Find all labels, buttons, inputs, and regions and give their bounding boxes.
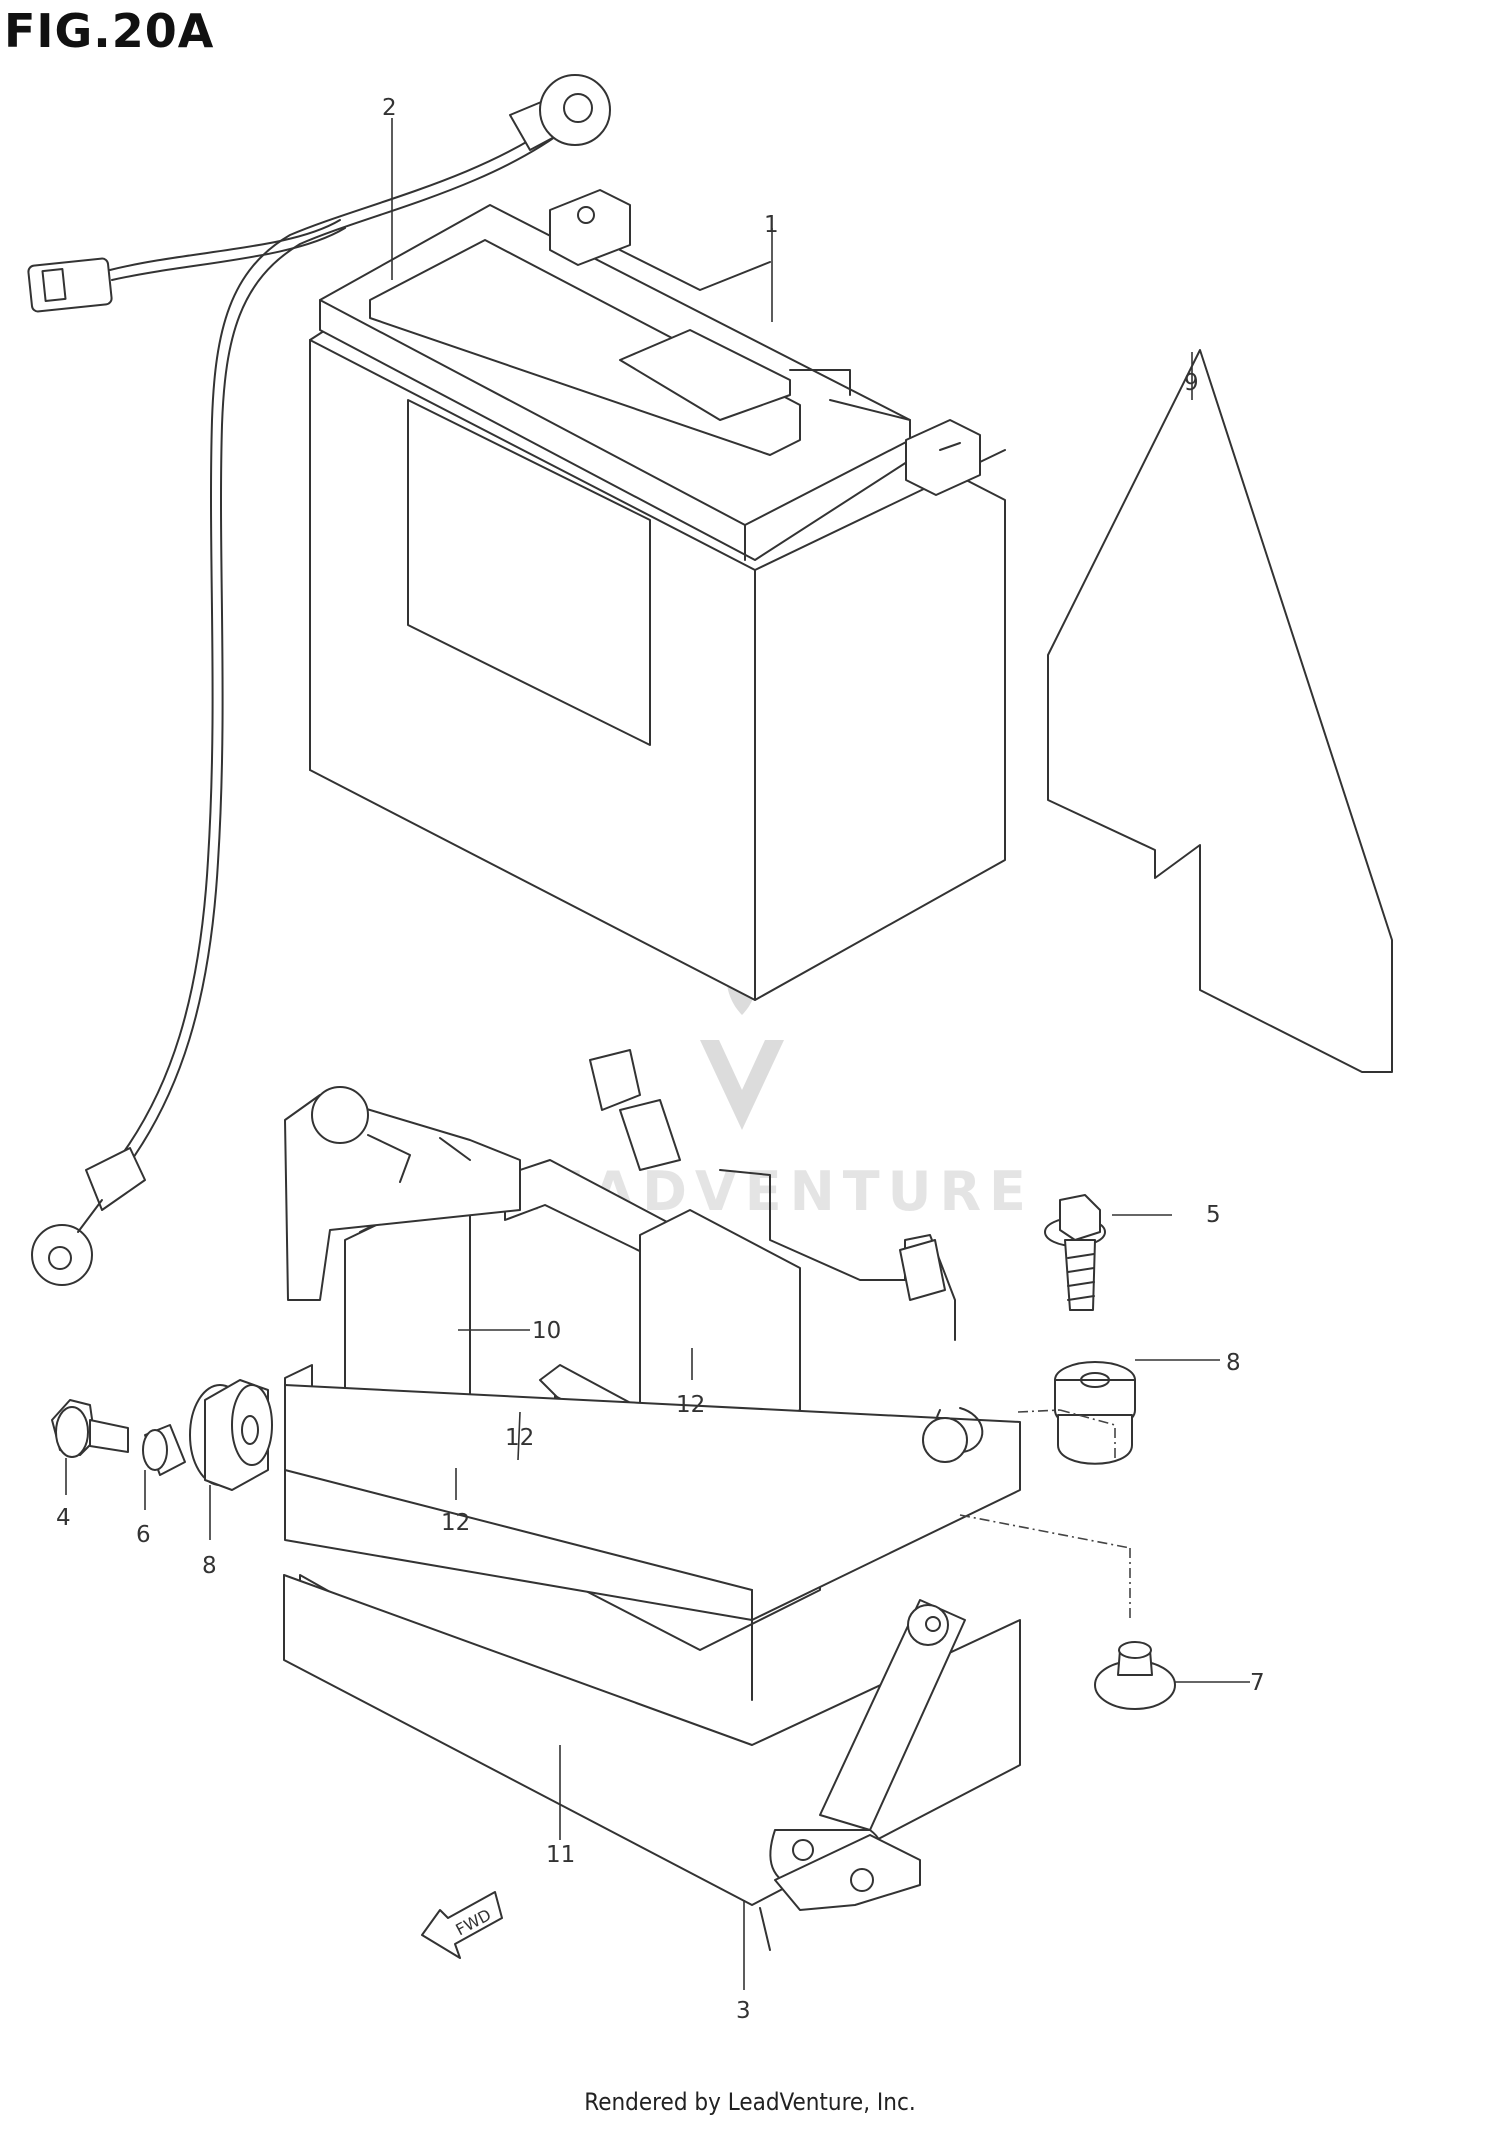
callout-10[interactable]: 10 <box>532 1318 561 1344</box>
assembly-lines <box>959 1409 1131 1620</box>
figure-title: FIG.20A <box>4 4 215 58</box>
bolt-5 <box>1044 1194 1106 1311</box>
callout-12-upper[interactable]: 12 <box>676 1392 705 1418</box>
callout-2[interactable]: 2 <box>382 95 397 121</box>
callout-4[interactable]: 4 <box>56 1505 71 1531</box>
cushion-8-right <box>1054 1361 1136 1465</box>
callout-3[interactable]: 3 <box>736 1998 751 2024</box>
render-credit: Rendered by LeadVenture, Inc. <box>584 2088 916 2116</box>
callout-9[interactable]: 9 <box>1184 370 1199 396</box>
part-callouts: 2 1 9 5 8 7 4 6 8 10 12 12 12 11 3 <box>56 95 1265 2024</box>
callout-8-right[interactable]: 8 <box>1226 1350 1241 1376</box>
battery <box>309 189 1006 1001</box>
callout-12-middle[interactable]: 12 <box>505 1425 534 1451</box>
fwd-arrow-icon: FWD <box>421 1891 503 1959</box>
callout-6[interactable]: 6 <box>136 1522 151 1548</box>
nut-7 <box>1094 1641 1176 1710</box>
callout-1[interactable]: 1 <box>764 212 779 238</box>
callout-8-left[interactable]: 8 <box>202 1553 217 1579</box>
callout-5[interactable]: 5 <box>1206 1202 1221 1228</box>
battery-pad <box>1047 349 1393 1073</box>
battery-cable <box>27 74 611 1286</box>
callout-11[interactable]: 11 <box>546 1842 575 1868</box>
bolt-4 <box>51 1399 129 1458</box>
callout-12-lower[interactable]: 12 <box>441 1510 470 1536</box>
collar-6 <box>142 1424 186 1476</box>
cushion-8-left <box>189 1379 273 1491</box>
callout-7[interactable]: 7 <box>1250 1670 1265 1696</box>
watermark-v-icon <box>700 1040 784 1130</box>
battery-case <box>283 1049 1021 1951</box>
leader-lines <box>65 118 1250 1990</box>
